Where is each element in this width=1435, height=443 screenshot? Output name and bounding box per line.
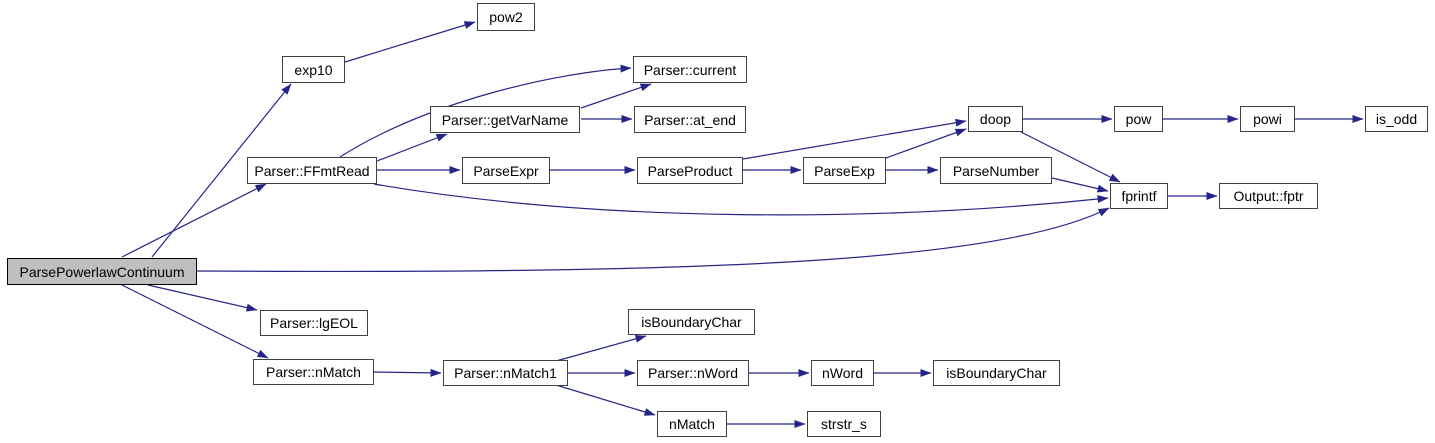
- graph-node-parseexpr[interactable]: ParseExpr: [462, 157, 550, 184]
- graph-node-parsenumber[interactable]: ParseNumber: [940, 157, 1052, 184]
- edge-parser-ffmtread-to-parser-getvarname: [376, 133, 448, 162]
- graph-node-is-odd[interactable]: is_odd: [1365, 106, 1428, 132]
- edge-parser-ffmtread-to-parser-current: [339, 64, 632, 158]
- edge-parser-nmatch1-to-nmatch: [555, 384, 656, 416]
- graph-node-parsepowerlawcontinuum: ParsePowerlawContinuum: [7, 258, 197, 285]
- graph-node-doop[interactable]: doop: [968, 106, 1023, 132]
- graph-node-fprintf[interactable]: fprintf: [1110, 183, 1168, 209]
- graph-node-pow[interactable]: pow: [1114, 106, 1163, 132]
- graph-node-parser-nword[interactable]: Parser::nWord: [637, 360, 749, 386]
- graph-node-parser-current[interactable]: Parser::current: [633, 56, 747, 83]
- edge-parsepowerlawcontinuum-to-exp10: [151, 83, 292, 258]
- graph-node-output-fptr[interactable]: Output::fptr: [1219, 183, 1318, 209]
- edge-parseproduct-to-doop: [742, 118, 967, 160]
- graph-node-strstr-s[interactable]: strstr_s: [807, 411, 881, 437]
- graph-node-pow2[interactable]: pow2: [477, 3, 535, 31]
- graph-node-parser-ffmtread[interactable]: Parser::FFmtRead: [247, 157, 377, 184]
- graph-node-parser-nmatch1[interactable]: Parser::nMatch1: [443, 360, 568, 386]
- edge-parsepowerlawcontinuum-to-parser-ffmtread: [121, 183, 267, 258]
- graph-node-parser-at-end[interactable]: Parser::at_end: [634, 106, 746, 133]
- graph-node-parseexp[interactable]: ParseExp: [803, 157, 886, 184]
- graph-node-nword[interactable]: nWord: [811, 360, 874, 386]
- edge-parsepowerlawcontinuum-to-fprintf: [196, 207, 1110, 273]
- edge-parsenumber-to-fprintf: [1051, 177, 1109, 193]
- edge-parser-nmatch-to-parser-nmatch1: [373, 368, 442, 377]
- graph-node-exp10[interactable]: exp10: [282, 56, 345, 83]
- graph-node-parser-nmatch[interactable]: Parser::nMatch: [253, 359, 374, 385]
- edge-parser-ffmtread-to-fprintf: [373, 183, 1109, 216]
- edge-parser-nmatch1-to-isboundarychar-1: [555, 334, 647, 362]
- edge-parseexp-to-doop: [885, 128, 967, 159]
- graph-node-isboundarychar-2[interactable]: isBoundaryChar: [933, 360, 1060, 386]
- graph-node-isboundarychar-1[interactable]: isBoundaryChar: [628, 309, 755, 335]
- graph-node-parseproduct[interactable]: ParseProduct: [637, 157, 743, 184]
- graph-node-powi[interactable]: powi: [1240, 106, 1295, 132]
- graph-node-parser-getvarname[interactable]: Parser::getVarName: [430, 106, 580, 133]
- graph-node-parser-lgeol[interactable]: Parser::lgEOL: [260, 310, 368, 336]
- edge-doop-to-fprintf: [1020, 131, 1121, 183]
- edge-parsepowerlawcontinuum-to-parser-nmatch: [121, 284, 269, 359]
- edge-parsepowerlawcontinuum-to-parser-lgeol: [147, 284, 258, 312]
- edge-parser-getvarname-to-parser-current: [580, 83, 652, 109]
- edge-exp10-to-pow2: [344, 21, 476, 63]
- graph-node-nmatch[interactable]: nMatch: [657, 411, 727, 437]
